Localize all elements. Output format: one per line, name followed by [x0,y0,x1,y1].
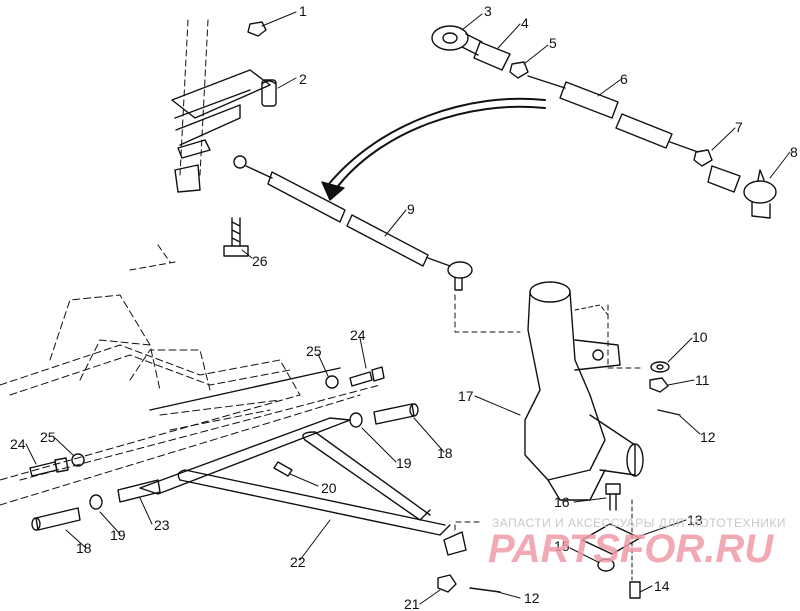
callout-24-left: 24 [10,436,26,452]
jam-nut-part-5 [509,61,529,79]
callout-18-right: 18 [437,445,453,461]
leader-lines [25,11,791,605]
bushing-part-19-right [349,412,363,428]
jam-nut-part-7 [693,149,713,167]
a-arm-part-22 [139,367,451,536]
nut-part-1 [247,21,267,37]
callout-3: 3 [484,3,492,19]
plate-part-13 [581,523,641,555]
callout-24-right: 24 [350,327,366,343]
sleeve-part-18-left [31,507,81,531]
sleeve-part-18-right [373,403,419,425]
callout-13: 13 [687,512,703,528]
callout-labels: 1 2 3 4 5 6 7 8 9 26 10 11 12 17 25 24 2… [10,3,798,611]
washer-part-25-right [325,375,339,389]
callout-8: 8 [790,144,798,160]
sleeve-part-2 [261,79,277,107]
nut-part-21 [437,574,457,593]
callout-5: 5 [549,35,557,51]
callout-1: 1 [299,3,307,19]
bolt-part-24-right [349,366,385,387]
cotter-pin-part-12-lower [469,587,501,593]
callout-2: 2 [299,71,307,87]
bushing-part-19-left [89,494,103,510]
callout-14: 14 [654,578,670,594]
frame [0,294,381,506]
ball-part-15 [597,558,615,572]
callout-20: 20 [321,480,337,496]
bolt-part-24-left [29,457,69,477]
rod-end-part-3 [431,25,483,56]
tie-rod-part-6 [527,75,699,153]
screw-part-14 [629,581,641,599]
watermark-tagline: ЗАПАСТИ И АКСЕССУАРЫ ДЛЯ МОТОТЕХНИКИ [492,516,786,530]
callout-19-left: 19 [110,527,126,543]
callout-10: 10 [692,329,708,345]
tie-rod-part-9 [233,155,473,291]
nut-part-11 [649,377,669,393]
callout-23: 23 [154,517,170,533]
ball-joint-part-8 [707,165,777,219]
callout-25-right: 25 [306,343,322,359]
callout-19-right: 19 [396,455,412,471]
callout-22: 22 [290,554,306,570]
callout-11: 11 [695,372,710,388]
callout-12-upper: 12 [700,429,716,445]
callout-15: 15 [554,538,570,554]
ball-joint-lower [443,531,467,556]
steering-knuckle-part-17 [524,281,644,501]
bolt-part-16 [605,483,621,511]
callout-18-left: 18 [76,540,92,556]
callout-7: 7 [735,119,743,135]
steering-post [129,19,209,271]
callout-16: 16 [554,494,570,510]
bolt-part-26 [223,217,249,257]
callout-21: 21 [404,596,420,611]
watermark: ЗАПАСТИ И АКСЕССУАРЫ ДЛЯ МОТОТЕХНИКИ PAR… [488,516,786,571]
callout-17: 17 [458,388,474,404]
grease-fitting-part-20 [273,461,293,477]
steering-post-bracket [171,69,271,193]
callout-12-lower: 12 [524,590,540,606]
assembly-arrow [321,97,546,201]
callout-26: 26 [252,253,268,269]
cotter-pin-part-12-upper [657,409,681,416]
washer-part-25-left [71,453,85,467]
washer-part-10 [650,361,670,373]
callout-6: 6 [620,71,628,87]
callout-4: 4 [521,15,529,31]
callout-9: 9 [407,201,415,217]
watermark-brand: PARTSFOR.RU [488,527,774,571]
boot-part-4 [473,41,511,71]
callout-25-left: 25 [40,429,56,445]
bushing-part-23 [117,479,161,503]
